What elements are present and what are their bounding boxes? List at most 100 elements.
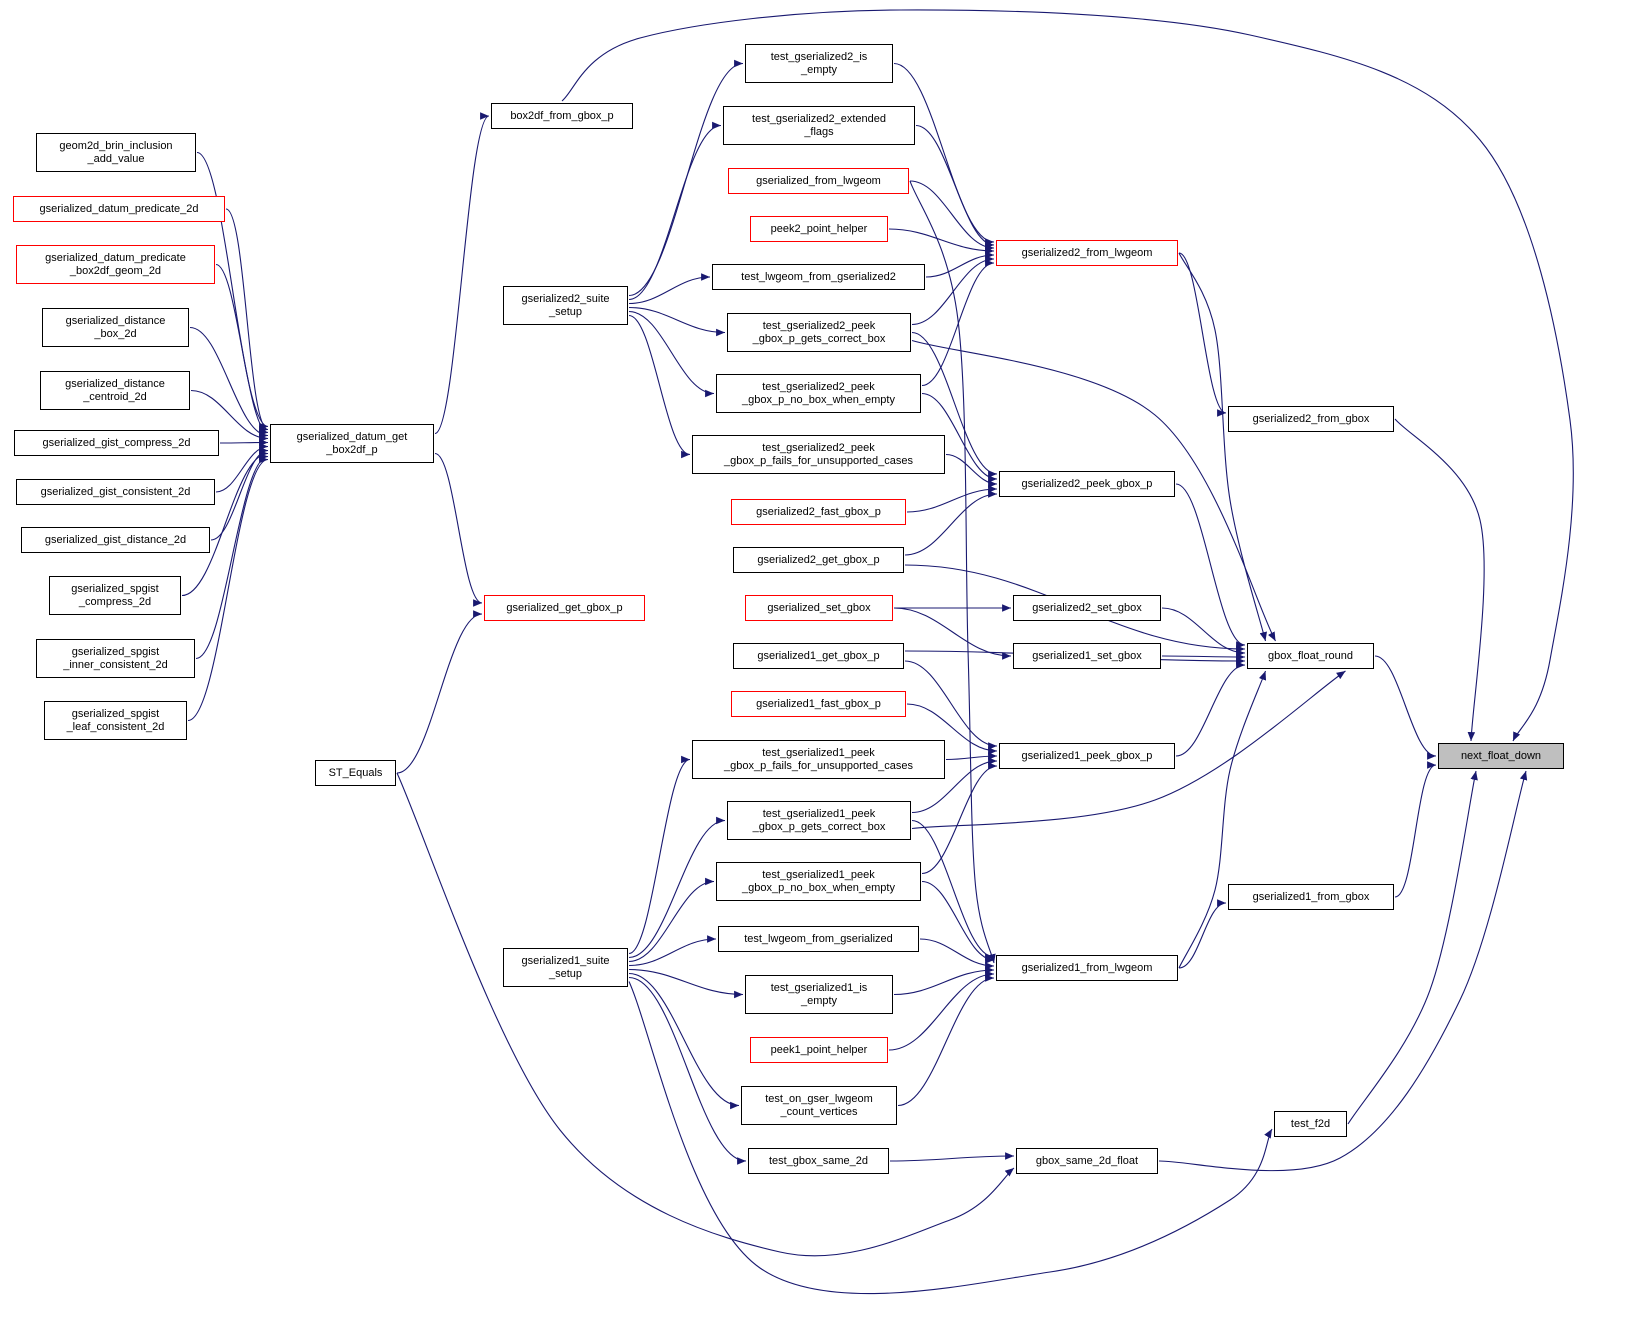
- graph-node-gs1_fast[interactable]: gserialized1_fast_gbox_p: [731, 691, 906, 717]
- call-edge-t1_gets_box--gs1_from_lwgeom: [911, 819, 995, 961]
- graph-node-gs1_peek[interactable]: gserialized1_peek_gbox_p: [999, 743, 1175, 769]
- graph-node-gs2_get[interactable]: gserialized2_get_gbox_p: [733, 547, 904, 573]
- graph-node-t2_fails[interactable]: test_gserialized2_peek _gbox_p_fails_for…: [692, 435, 945, 474]
- graph-node-t2_gets_box[interactable]: test_gserialized2_peek _gbox_p_gets_corr…: [727, 313, 911, 352]
- call-edge-gbox_float_round--next_float_down: [1374, 655, 1437, 760]
- graph-node-gist_dist[interactable]: gserialized_gist_distance_2d: [21, 527, 210, 553]
- graph-node-pred2d[interactable]: gserialized_datum_predicate_2d: [13, 196, 225, 222]
- graph-node-label: gserialized2_get_gbox_p: [757, 553, 880, 566]
- graph-node-dist_cent[interactable]: gserialized_distance _centroid_2d: [40, 371, 190, 410]
- call-edge-gs1_set--gbox_float_round: [1161, 653, 1246, 661]
- graph-node-gs2_set[interactable]: gserialized2_set_gbox: [1013, 595, 1161, 621]
- call-edge-suite1--t_count_vertices: [628, 972, 740, 1110]
- call-edge-suite1--t_gbox_same: [628, 976, 747, 1165]
- graph-node-spg_comp[interactable]: gserialized_spgist _compress_2d: [49, 576, 181, 615]
- graph-node-label: gbox_same_2d_float: [1035, 1154, 1139, 1167]
- graph-node-label: gserialized1_fast_gbox_p: [756, 697, 881, 710]
- graph-node-test_f2d[interactable]: test_f2d: [1274, 1111, 1347, 1137]
- graph-node-gs_get_gbox[interactable]: gserialized_get_gbox_p: [484, 595, 645, 621]
- graph-node-t1_is_empty[interactable]: test_gserialized1_is _empty: [745, 975, 893, 1014]
- graph-node-t1_lwgeom_from[interactable]: test_lwgeom_from_gserialized: [718, 926, 919, 952]
- graph-node-t2_is_empty[interactable]: test_gserialized2_is _empty: [745, 44, 893, 83]
- call-edge-gs2_set--gbox_float_round: [1161, 607, 1246, 657]
- call-edge-gs1_from_gbox--next_float_down: [1394, 761, 1437, 898]
- call-edge-gist_cons--dgb: [215, 442, 269, 493]
- graph-node-label: next_float_down: [1460, 749, 1542, 762]
- call-edge-suite1--t1_lwgeom_from: [628, 935, 717, 967]
- graph-node-label: gserialized_get_gbox_p: [506, 601, 623, 614]
- graph-node-gist_cons[interactable]: gserialized_gist_consistent_2d: [16, 479, 215, 505]
- graph-node-label: gserialized_datum_predicate _box2df_geom…: [45, 251, 186, 277]
- graph-node-brin[interactable]: geom2d_brin_inclusion _add_value: [36, 133, 196, 172]
- graph-node-t2_no_box[interactable]: test_gserialized2_peek _gbox_p_no_box_wh…: [716, 374, 921, 413]
- graph-node-gs1_get[interactable]: gserialized1_get_gbox_p: [733, 643, 904, 669]
- call-edge-gs1_from_lwgeom--gbox_float_round: [1178, 670, 1267, 969]
- call-edge-gbox_same_2d_float--next_float_down: [1158, 770, 1528, 1172]
- graph-node-t2_ext_flags[interactable]: test_gserialized2_extended _flags: [723, 106, 915, 145]
- graph-node-peek1_helper[interactable]: peek1_point_helper: [750, 1037, 888, 1063]
- call-edge-gs2_fast--gs2_peek: [906, 485, 998, 513]
- graph-node-gs1_from_gbox[interactable]: gserialized1_from_gbox: [1228, 884, 1394, 910]
- graph-node-label: test_gserialized2_extended _flags: [752, 112, 886, 138]
- graph-node-dgb[interactable]: gserialized_datum_get _box2df_p: [270, 424, 434, 463]
- call-edge-pred2d--dgb: [225, 208, 269, 434]
- call-edge-dgb--gs_get_gbox: [434, 452, 483, 607]
- graph-node-gbox_float_round[interactable]: gbox_float_round: [1247, 643, 1374, 669]
- graph-node-label: gserialized_datum_get _box2df_p: [296, 430, 408, 456]
- graph-node-label: gserialized_distance _centroid_2d: [65, 377, 165, 403]
- call-edge-suite2--t2_no_box: [628, 310, 715, 398]
- call-edge-gs1_peek--gbox_float_round: [1175, 661, 1246, 757]
- graph-node-label: gserialized1_peek_gbox_p: [1021, 749, 1153, 762]
- graph-node-label: gserialized_gist_compress_2d: [42, 436, 191, 449]
- graph-node-t1_no_box[interactable]: test_gserialized1_peek _gbox_p_no_box_wh…: [716, 862, 921, 901]
- call-edge-gs2_from_lwgeom--gs2_from_gbox: [1178, 252, 1227, 417]
- graph-node-peek2_helper[interactable]: peek2_point_helper: [750, 216, 888, 242]
- graph-node-label: test_f2d: [1290, 1117, 1331, 1130]
- call-edge-t2_no_box--gs2_peek: [921, 392, 998, 483]
- graph-node-label: geom2d_brin_inclusion _add_value: [59, 139, 173, 165]
- graph-node-t_count_vertices[interactable]: test_on_gser_lwgeom _count_vertices: [741, 1086, 897, 1125]
- graph-node-label: gserialized_set_gbox: [767, 601, 871, 614]
- graph-node-t1_gets_box[interactable]: test_gserialized1_peek _gbox_p_gets_corr…: [727, 801, 911, 840]
- graph-node-label: gserialized1_suite _setup: [521, 954, 610, 980]
- graph-node-label: test_lwgeom_from_gserialized2: [741, 270, 896, 283]
- graph-node-label: gserialized_spgist _compress_2d: [71, 582, 159, 608]
- graph-node-t_gbox_same[interactable]: test_gbox_same_2d: [748, 1148, 889, 1174]
- graph-node-box2df_from_gbox[interactable]: box2df_from_gbox_p: [491, 103, 633, 129]
- graph-node-st_equals[interactable]: ST_Equals: [315, 760, 396, 786]
- call-edge-dist_cent--dgb: [190, 389, 269, 443]
- graph-node-label: gserialized2_peek_gbox_p: [1021, 477, 1153, 490]
- graph-node-suite2[interactable]: gserialized2_suite _setup: [503, 286, 628, 325]
- call-edge-t1_gets_box--gs1_peek: [911, 757, 998, 814]
- graph-node-label: peek2_point_helper: [770, 222, 868, 235]
- graph-node-gbox_same_2d_float[interactable]: gbox_same_2d_float: [1016, 1148, 1158, 1174]
- graph-node-gs2_from_lwgeom[interactable]: gserialized2_from_lwgeom: [996, 240, 1178, 266]
- graph-node-gs1_from_lwgeom[interactable]: gserialized1_from_lwgeom: [996, 955, 1178, 981]
- graph-node-label: test_gserialized1_peek _gbox_p_fails_for…: [724, 746, 913, 772]
- call-edge-suite2--t2_lwgeom_from: [628, 273, 711, 305]
- call-edge-gs1_from_lwgeom--gs1_from_gbox: [1178, 899, 1227, 969]
- graph-node-next_float_down[interactable]: next_float_down: [1438, 743, 1564, 769]
- graph-node-label: test_gserialized1_peek _gbox_p_no_box_wh…: [742, 868, 895, 894]
- graph-node-gist_comp[interactable]: gserialized_gist_compress_2d: [14, 430, 219, 456]
- graph-node-gs1_set[interactable]: gserialized1_set_gbox: [1013, 643, 1161, 669]
- graph-node-gs2_from_gbox[interactable]: gserialized2_from_gbox: [1228, 406, 1394, 432]
- graph-node-label: gserialized_gist_consistent_2d: [40, 485, 191, 498]
- graph-node-dist_box[interactable]: gserialized_distance _box_2d: [42, 308, 189, 347]
- graph-node-spg_leaf[interactable]: gserialized_spgist _leaf_consistent_2d: [44, 701, 187, 740]
- graph-node-t1_fails[interactable]: test_gserialized1_peek _gbox_p_fails_for…: [692, 740, 945, 779]
- call-edge-gs2_peek--gbox_float_round: [1175, 483, 1246, 649]
- call-edge-t1_no_box--gs1_peek: [921, 762, 998, 875]
- graph-node-label: test_gserialized2_peek _gbox_p_no_box_wh…: [742, 380, 895, 406]
- graph-node-t2_lwgeom_from[interactable]: test_lwgeom_from_gserialized2: [712, 264, 925, 290]
- graph-node-predbox[interactable]: gserialized_datum_predicate _box2df_geom…: [16, 245, 215, 284]
- graph-node-label: test_gserialized2_peek _gbox_p_fails_for…: [724, 441, 913, 467]
- graph-node-gs2_fast[interactable]: gserialized2_fast_gbox_p: [731, 499, 906, 525]
- graph-node-spg_inner[interactable]: gserialized_spgist _inner_consistent_2d: [36, 639, 195, 678]
- graph-node-suite1[interactable]: gserialized1_suite _setup: [503, 948, 628, 987]
- graph-node-gs_from_lwgeom[interactable]: gserialized_from_lwgeom: [728, 168, 909, 194]
- graph-node-gs_set_gbox[interactable]: gserialized_set_gbox: [745, 595, 893, 621]
- call-edge-gs2_from_gbox--next_float_down: [1394, 418, 1485, 742]
- graph-node-gs2_peek[interactable]: gserialized2_peek_gbox_p: [999, 471, 1175, 497]
